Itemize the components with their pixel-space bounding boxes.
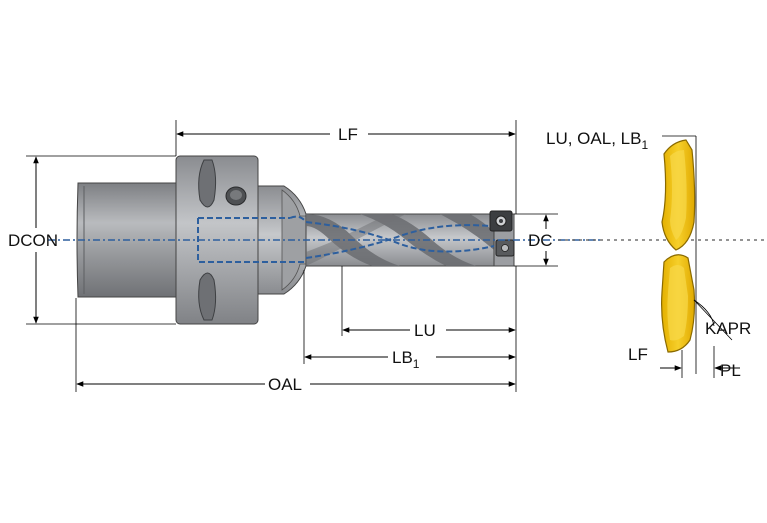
pl-label: PL	[720, 361, 741, 380]
coolant-channels	[197, 215, 495, 263]
insert-upper	[661, 139, 696, 251]
insert-lower	[661, 254, 696, 353]
lu-dimension	[341, 266, 517, 392]
dcon-dimension	[26, 155, 176, 325]
lu-label: LU	[414, 321, 436, 340]
oal-label: OAL	[268, 375, 302, 394]
dcon-label: DCON	[8, 231, 58, 250]
insert-lf-pl-dimension	[660, 346, 740, 378]
dc-label: DC	[528, 231, 553, 250]
oal-dimension	[75, 298, 516, 392]
kapr-label: KAPR	[705, 319, 751, 338]
kapr-indicator	[693, 299, 733, 341]
lb1-dimension	[303, 270, 516, 364]
lf-label: LF	[338, 125, 358, 144]
lf-dimension	[175, 120, 517, 214]
flange-slot-top	[198, 159, 217, 208]
insert-lf-label: LF	[628, 345, 648, 364]
lu-oal-lb1-label: LU, OAL, LB1	[546, 129, 648, 152]
flange-slot-bottom	[198, 272, 217, 321]
dc-dimension	[514, 213, 558, 267]
lb1-label: LB1	[392, 348, 420, 371]
